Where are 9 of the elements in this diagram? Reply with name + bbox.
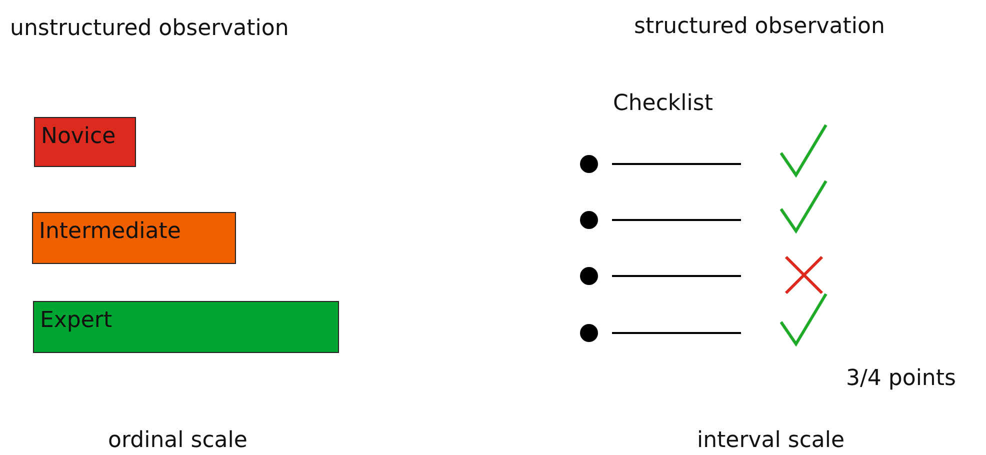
scale-label: ordinal scale	[108, 428, 248, 453]
level-bar: Novice	[34, 117, 136, 167]
level-bar: Expert	[33, 301, 339, 353]
level-bar: Intermediate	[32, 212, 236, 264]
checklist-title: Checklist	[613, 91, 713, 116]
heading: unstructured observation	[10, 16, 289, 41]
heading: structured observation	[634, 14, 885, 39]
score-text: 3/4 points	[846, 366, 956, 391]
scale-label: interval scale	[697, 428, 845, 453]
